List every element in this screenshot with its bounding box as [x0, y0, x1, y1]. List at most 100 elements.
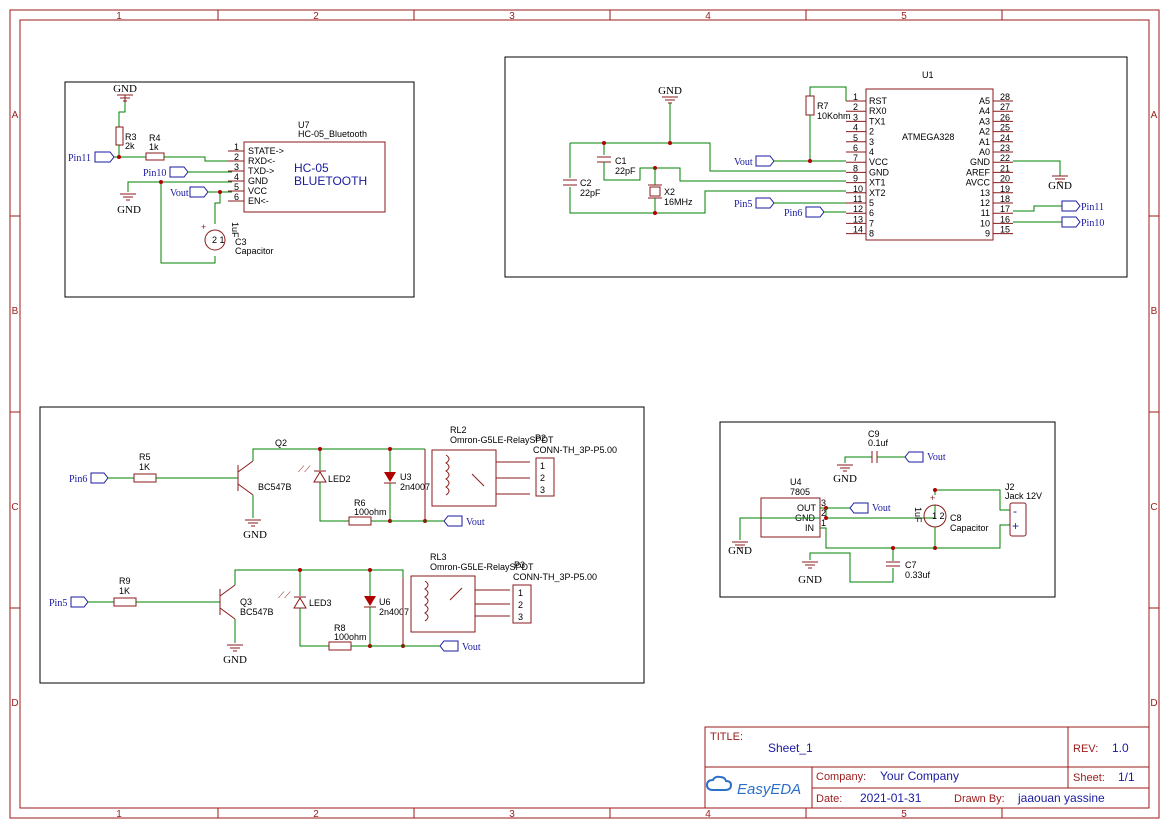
resistor-r9	[113, 597, 137, 607]
col-label: 4	[705, 11, 711, 22]
net-pin5: Pin5	[49, 598, 67, 609]
capacitor-c3	[204, 229, 226, 251]
net-pin6: Pin6	[784, 208, 802, 219]
mcu-pin-label: 7	[869, 218, 874, 228]
mcu-pin-number: 18	[1000, 194, 1010, 204]
net-pin10: Pin10	[143, 168, 166, 179]
svg-text:1 2: 1 2	[932, 511, 945, 521]
mcu-pin-label: A1	[979, 137, 990, 147]
svg-text:TXD->: TXD->	[248, 166, 274, 176]
net-flag-icon	[94, 151, 115, 163]
row-label: C	[11, 502, 18, 513]
mcu-pin-label: RST	[869, 96, 888, 106]
svg-text:3: 3	[540, 485, 545, 495]
mcu-pin-label: 5	[869, 198, 874, 208]
net-flag-icon	[755, 155, 775, 167]
svg-text:1: 1	[518, 588, 523, 598]
relay-rl3	[410, 575, 476, 633]
net-flag-icon	[904, 451, 924, 463]
mcu-pin-label: XT1	[869, 178, 886, 188]
frame-column-labels: 1 2 3 4 5 1 2 3 4 5 A B C D A B C D	[11, 11, 1157, 820]
led2-label: LED2	[328, 474, 351, 484]
row-label: B	[1151, 306, 1158, 317]
gnd-symbol-icon	[662, 96, 678, 104]
mcu-pin-number: 24	[1000, 133, 1010, 143]
svg-text:IN: IN	[805, 523, 814, 533]
sheet-label: Sheet:	[1073, 772, 1105, 784]
hc05-module	[243, 141, 386, 213]
relay-rl2	[431, 449, 497, 507]
c8-value: Capacitor	[950, 523, 989, 533]
r6-value: 100ohm	[354, 507, 387, 517]
col-label: 2	[313, 809, 319, 820]
net-vout: Vout	[170, 188, 189, 199]
diode-u6-icon	[364, 596, 376, 606]
rl2-label: RL2	[450, 425, 467, 435]
r3-value: 2k	[125, 141, 135, 151]
svg-text:3: 3	[234, 162, 239, 172]
net-flag-icon	[70, 596, 89, 608]
u6-value: 2n4007	[379, 607, 409, 617]
c1-label: C1	[615, 156, 627, 166]
mcu-pin-number: 21	[1000, 163, 1010, 173]
gnd-label: GND	[223, 654, 247, 666]
hc05-pins: 1 2 3 4 5 6 STATE-> RXD<- TXD-> GND VCC …	[228, 142, 284, 206]
r8-label: R8	[334, 623, 346, 633]
col-label: 1	[116, 11, 122, 22]
gnd-label: GND	[798, 574, 822, 586]
sheet-title: Sheet_1	[768, 741, 813, 755]
row-label: D	[11, 698, 18, 709]
mcu-pin-number: 6	[853, 143, 858, 153]
u7-ref: U7	[298, 120, 310, 130]
mcu-pin-number: 14	[853, 225, 863, 235]
mcu-pin-number: 11	[853, 194, 862, 204]
mcu-pin-number: 7	[853, 153, 858, 163]
svg-text:2 1: 2 1	[212, 235, 225, 245]
svg-text:2: 2	[518, 600, 523, 610]
mcu-pin-number: 27	[1000, 102, 1010, 112]
mcu-pin-label: 11	[981, 208, 990, 218]
svg-text:2: 2	[540, 473, 545, 483]
col-label: 3	[509, 809, 515, 820]
c3-capacitance: 1uF	[230, 222, 240, 238]
mcu-pin-number: 19	[1000, 184, 1010, 194]
led3-label: LED3	[309, 598, 332, 608]
gnd-symbol-icon	[227, 644, 243, 652]
gnd-symbol-icon	[837, 464, 853, 472]
mcu-pin-label: 12	[980, 198, 990, 208]
mcu-pin-label: A0	[979, 147, 990, 157]
frame-inner	[19, 19, 1150, 809]
rl2-value: Omron-G5LE-RelaySPDT	[450, 435, 554, 445]
net-flag-icon	[755, 197, 775, 209]
c9-value: 0.1uf	[868, 438, 889, 448]
net-pin10: Pin10	[1081, 218, 1104, 229]
gnd-label: GND	[658, 85, 682, 97]
c1-value: 22pF	[615, 166, 636, 176]
svg-text:-: -	[1013, 504, 1017, 518]
r5-label: R5	[139, 452, 151, 462]
u4-label: U4	[790, 477, 802, 487]
mcu-pin-label: A3	[979, 116, 990, 126]
j2-label: J2	[1005, 482, 1015, 492]
net-vout: Vout	[927, 452, 946, 463]
mcu-pin-number: 26	[1000, 112, 1010, 122]
mcu-pin-label: 13	[980, 188, 990, 198]
mcu-pin-label: 2	[869, 127, 874, 137]
frame-outer	[9, 9, 1160, 819]
x2-value: 16MHz	[664, 197, 693, 207]
connector-p3	[512, 584, 532, 624]
resistor-r5	[133, 473, 157, 483]
logo-text: EasyEDA	[737, 781, 801, 798]
drawn-by-label: Drawn By:	[954, 793, 1005, 805]
svg-text:GND: GND	[248, 176, 269, 186]
mcu-pin-number: 17	[1000, 204, 1010, 214]
u6-label: U6	[379, 597, 391, 607]
date-value: 2021-01-31	[860, 791, 922, 805]
c2-label: C2	[580, 178, 592, 188]
col-label: 4	[705, 809, 711, 820]
gnd-symbol-icon	[1052, 175, 1068, 183]
c8-label: C8	[950, 513, 962, 523]
